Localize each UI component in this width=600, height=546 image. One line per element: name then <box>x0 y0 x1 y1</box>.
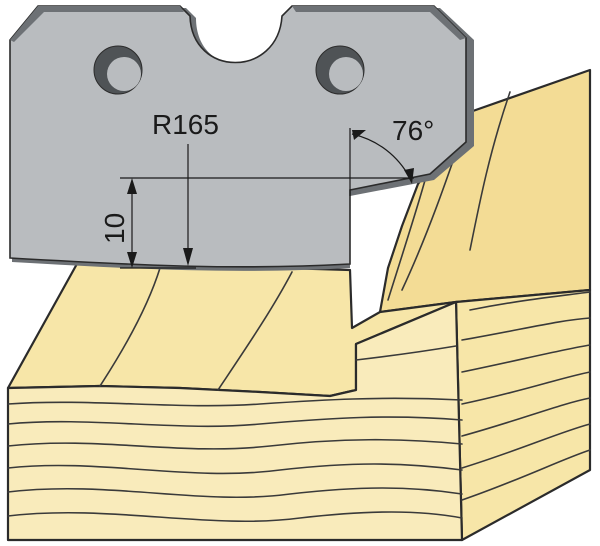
angle-arrow-start <box>352 130 366 140</box>
end-grain-3 <box>7 438 463 450</box>
side-grain-4 <box>461 371 591 405</box>
end-grain-2 <box>7 416 463 428</box>
end-grain-4 <box>7 463 463 475</box>
mould-grain-1 <box>469 91 511 251</box>
end-grain-7 <box>355 345 457 361</box>
side-grain-7 <box>461 449 591 501</box>
wood-workpiece <box>6 68 592 542</box>
blade-top-bevel-left <box>10 6 184 42</box>
side-grain-3 <box>461 344 591 373</box>
dimension-annotations: R165 10 76° <box>99 109 434 269</box>
side-grain-2 <box>461 317 591 341</box>
height-arrow-top <box>127 178 137 194</box>
wood-right-side-face <box>454 288 592 542</box>
blade-top-bevel-right <box>292 6 466 40</box>
height-arrow-bottom <box>127 252 137 268</box>
hole-left-inner <box>107 57 141 91</box>
side-grain-6 <box>461 423 591 469</box>
wood-front-face <box>6 300 464 542</box>
angle-label: 76° <box>392 115 434 146</box>
top-grain-2 <box>217 271 293 391</box>
mounting-hole-right <box>315 45 365 95</box>
side-grain-1 <box>469 291 591 311</box>
mounting-hole-left <box>93 45 143 95</box>
side-grain-5 <box>461 397 591 437</box>
height-label: 10 <box>99 213 130 244</box>
radius-arrowhead <box>183 248 193 266</box>
end-grain-6 <box>7 511 463 523</box>
cutter-knife <box>9 5 474 271</box>
top-grain-1 <box>99 267 161 387</box>
hole-right-inner <box>329 57 363 91</box>
radius-label: R165 <box>152 109 219 140</box>
end-grain-1 <box>7 397 463 407</box>
angle-arrow-end <box>404 168 414 184</box>
end-grain-5 <box>7 487 463 499</box>
